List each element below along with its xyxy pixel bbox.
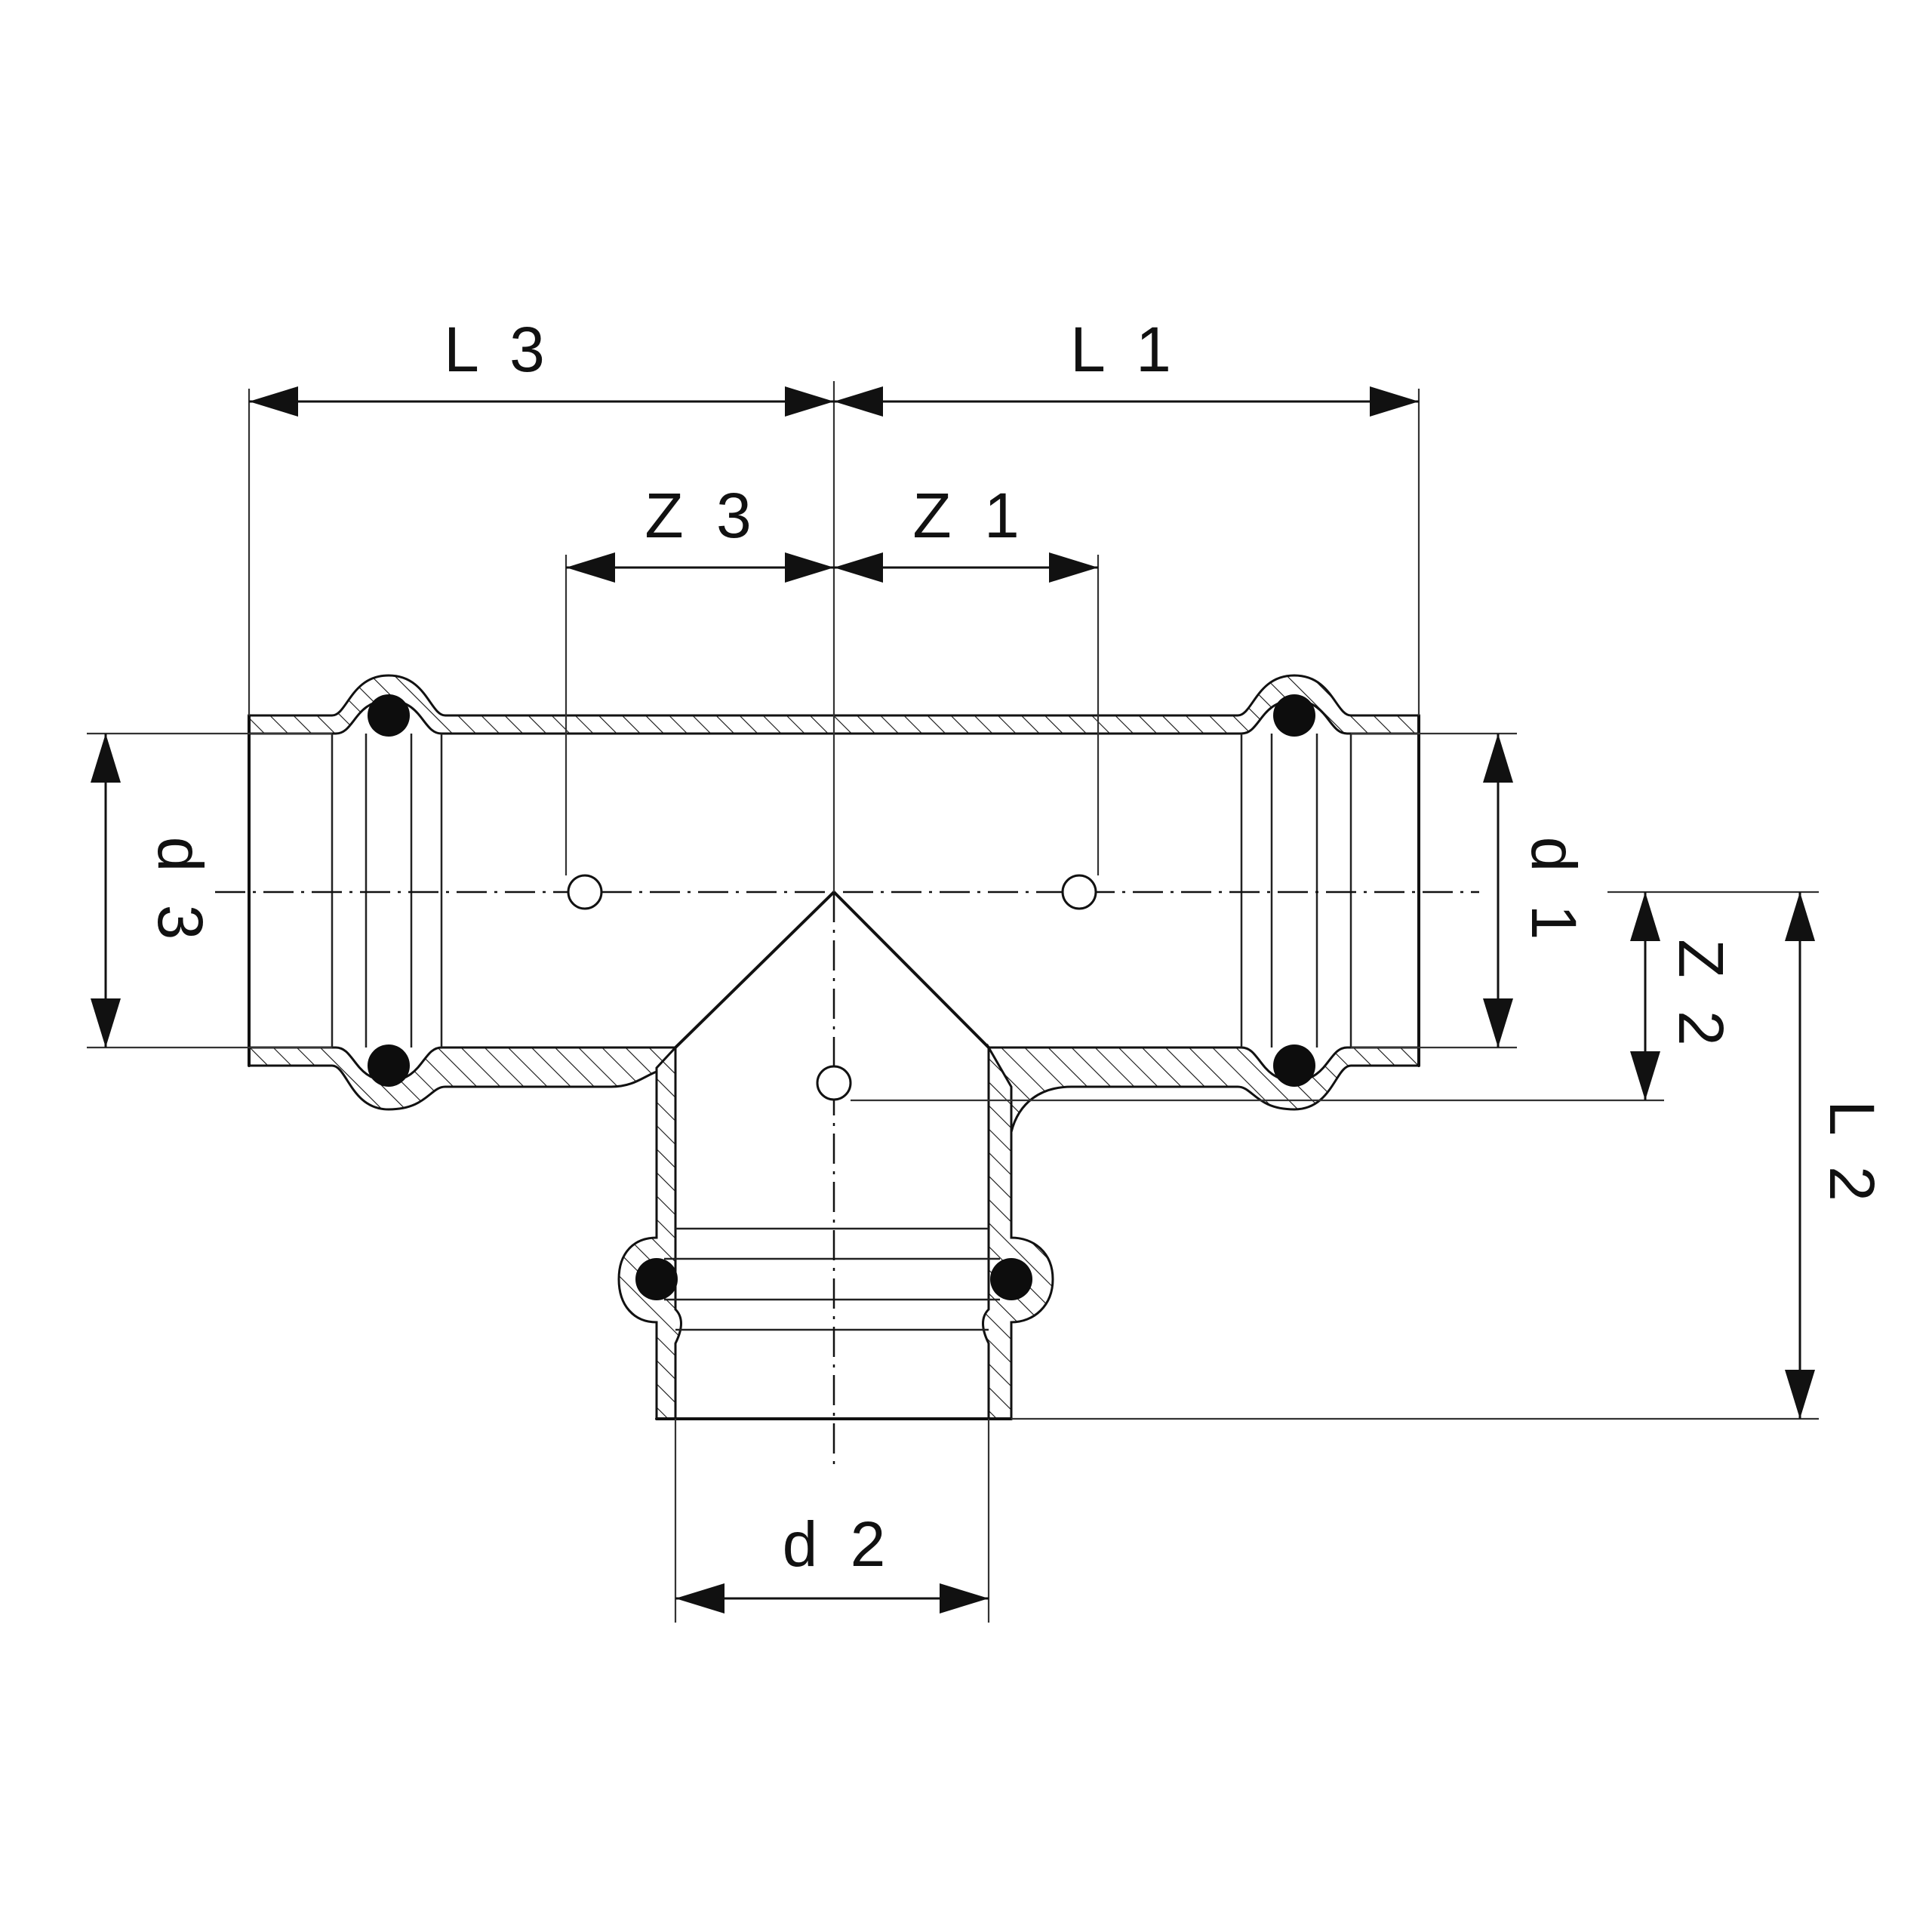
dim-l3	[249, 386, 834, 417]
label-d3: d 3	[145, 837, 216, 948]
dim-l1	[834, 386, 1419, 417]
bottom-wall-left	[248, 1046, 677, 1111]
dim-d2	[675, 1583, 989, 1614]
branch-left-wall	[617, 1044, 682, 1420]
main-run	[248, 674, 1420, 1134]
label-d1: d 1	[1518, 837, 1589, 948]
dim-z3	[566, 552, 834, 583]
dim-z2	[1630, 892, 1660, 1100]
branch-cone	[674, 891, 990, 1049]
label-l2: L 2	[1817, 1100, 1887, 1209]
oring-bottom-left	[368, 1044, 410, 1087]
z2-reference-point	[816, 1065, 852, 1101]
label-z2: Z 2	[1666, 939, 1737, 1053]
oring-branch-right	[990, 1258, 1032, 1300]
dim-d3	[91, 734, 121, 1048]
oring-top-left	[368, 694, 410, 737]
label-z1: Z 1	[912, 480, 1026, 551]
label-d2: d 2	[783, 1509, 894, 1580]
label-l3: L 3	[444, 314, 552, 385]
dim-z1	[834, 552, 1098, 583]
branch-right-wall	[982, 1043, 1054, 1420]
z3-reference-point	[567, 874, 603, 910]
oring-top-right	[1273, 694, 1315, 737]
branch-outlet	[617, 891, 1054, 1420]
top-wall	[248, 674, 1420, 735]
dim-d1	[1483, 734, 1513, 1048]
label-l1: L 1	[1070, 314, 1179, 385]
oring-branch-left	[635, 1258, 678, 1300]
z1-reference-point	[1061, 874, 1097, 910]
oring-bottom-right	[1273, 1044, 1315, 1087]
label-z3: Z 3	[645, 480, 758, 551]
bottom-wall-right	[987, 1046, 1420, 1134]
dim-l2	[1785, 892, 1815, 1419]
